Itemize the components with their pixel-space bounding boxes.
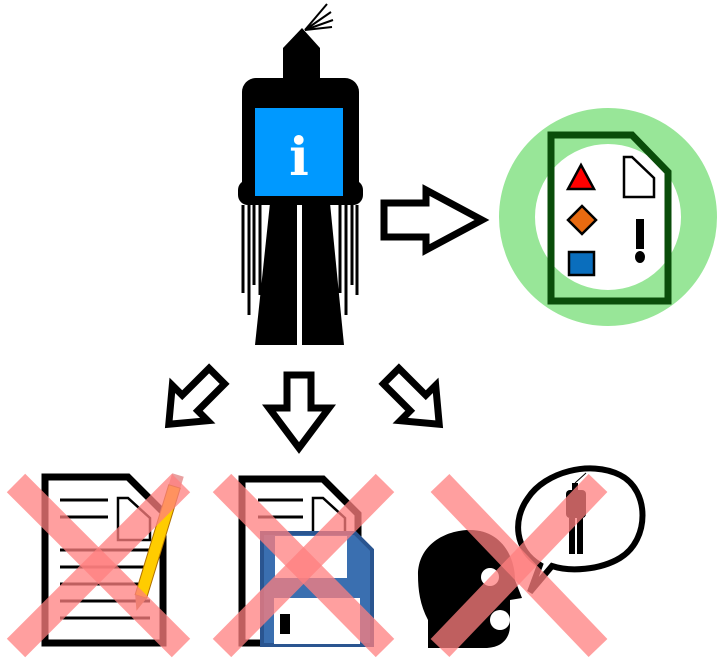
speaking-head-icon bbox=[418, 465, 646, 657]
diamond-icon bbox=[566, 204, 598, 236]
arrow-right-icon bbox=[380, 184, 490, 256]
approved-document-icon bbox=[499, 108, 717, 326]
crossed-out-icon bbox=[430, 474, 608, 657]
info-badge bbox=[255, 108, 343, 196]
crossed-out-icon bbox=[6, 473, 191, 658]
arrow-down-right-icon bbox=[378, 363, 444, 429]
triangle-icon bbox=[565, 162, 597, 191]
info-icon: i bbox=[289, 127, 309, 188]
robot-icon: i bbox=[238, 3, 363, 345]
square-icon bbox=[567, 250, 596, 277]
crossed-out-icon bbox=[212, 473, 395, 658]
edit-document-icon bbox=[6, 473, 191, 658]
exclamation-icon bbox=[636, 219, 644, 249]
save-document-icon bbox=[212, 473, 395, 658]
arrow-down-left-icon bbox=[164, 363, 230, 429]
arrow-down-icon bbox=[262, 371, 336, 454]
